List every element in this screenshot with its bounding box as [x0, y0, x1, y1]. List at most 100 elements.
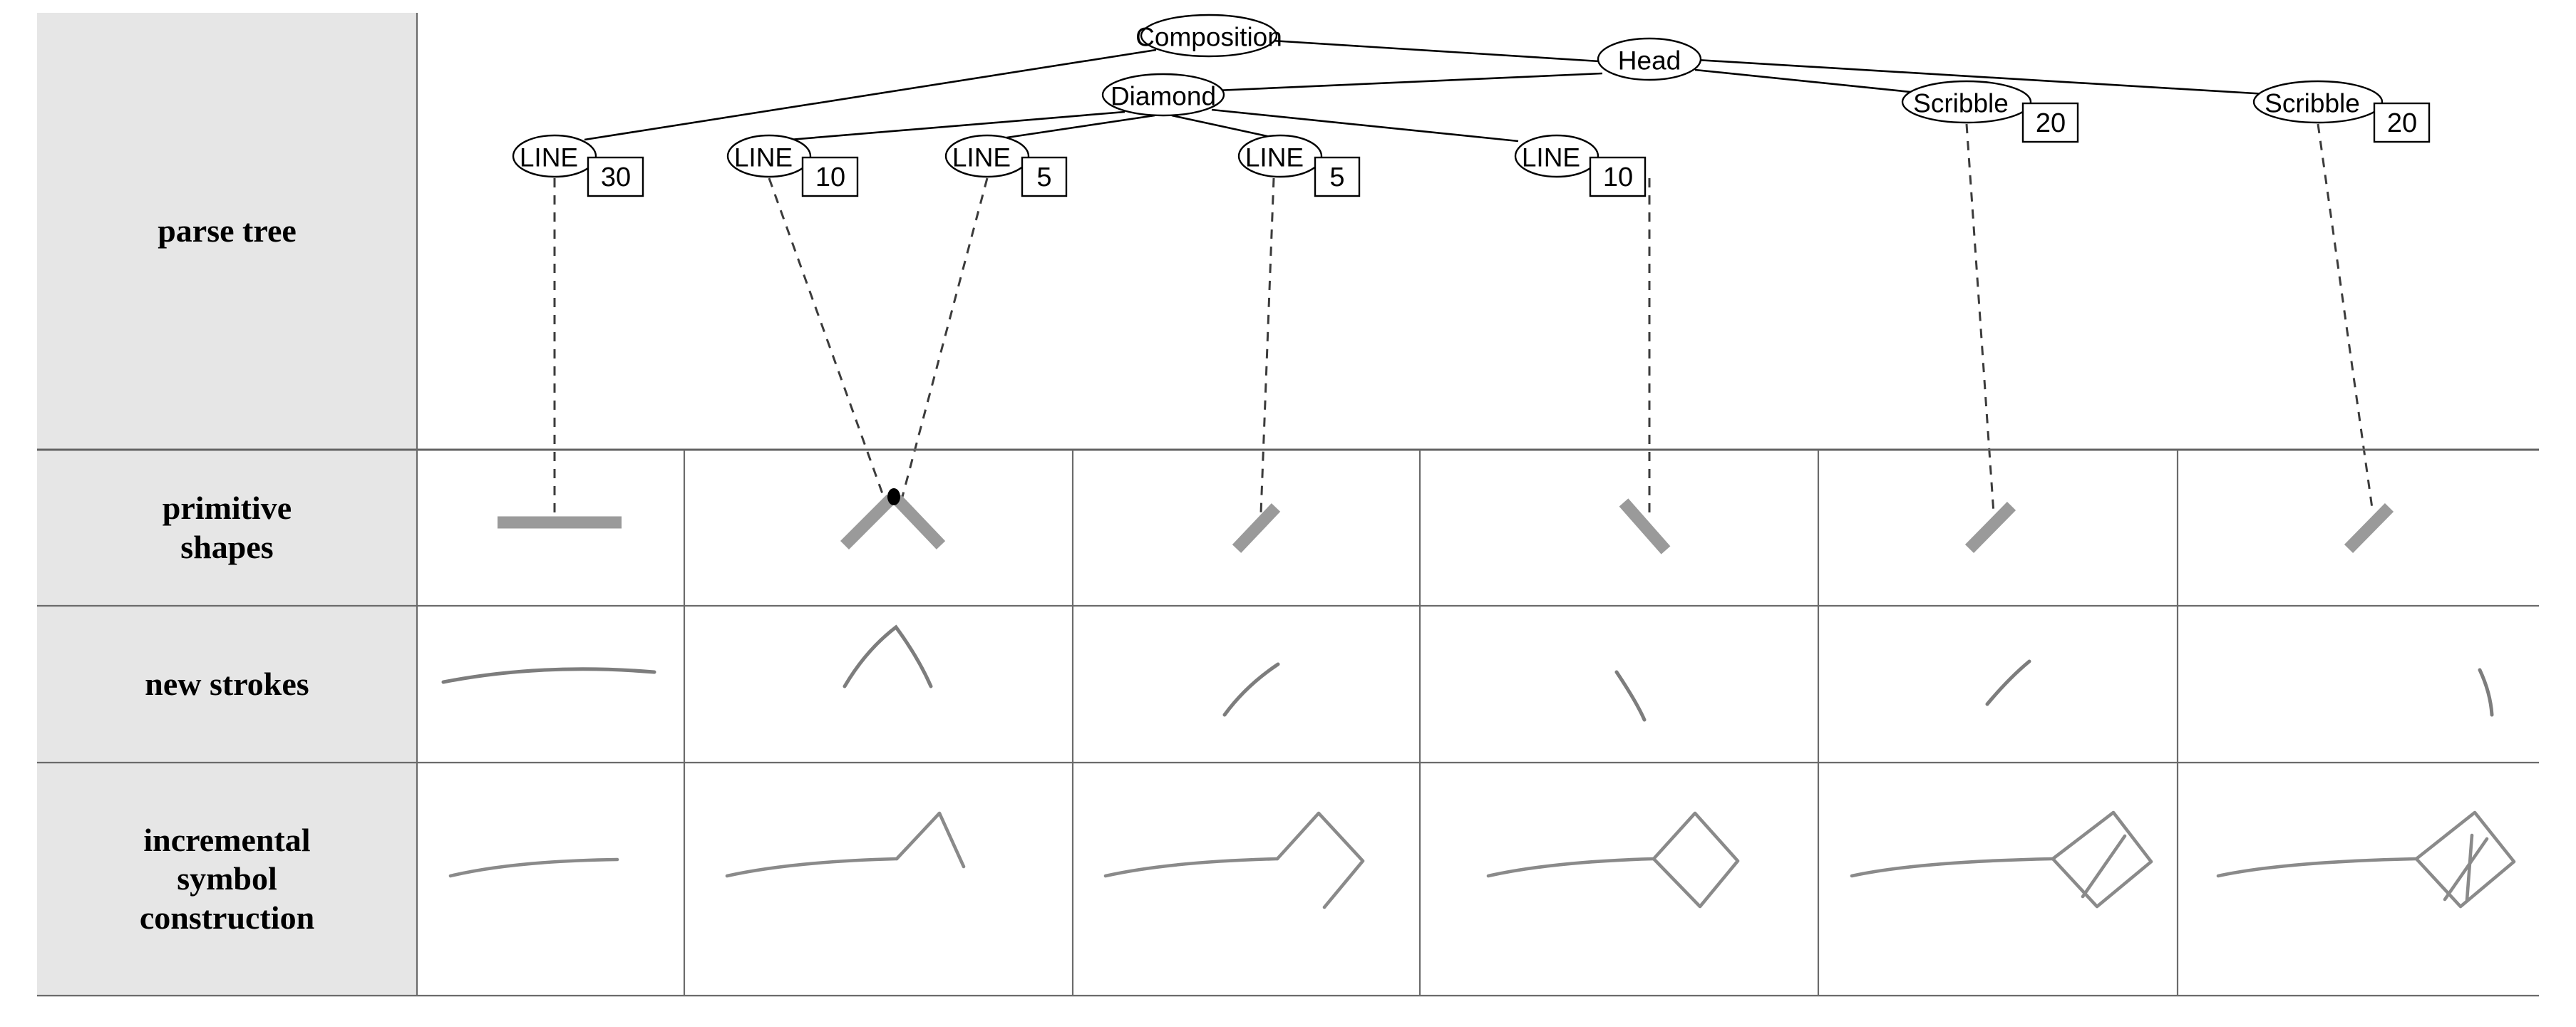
construction-col3-line: [1103, 857, 1279, 878]
row-primitive-shapes-cells: [498, 488, 2394, 554]
construction-col4-line: [1486, 857, 1656, 878]
cost-value: 5: [1329, 162, 1344, 192]
edge-head-diamond: [1215, 72, 1603, 92]
new-stroke-col1: [441, 667, 656, 684]
row-label-new-strokes: new strokes: [37, 606, 417, 763]
row-label-construction-line3: construction: [139, 899, 315, 936]
construction-col5: [1850, 810, 2153, 909]
cost-box: [801, 156, 859, 197]
tree-node-scribble-1[interactable]: Scribble 20: [1901, 80, 2079, 143]
construction-col6-line: [2216, 857, 2418, 878]
construction-col2-caret: [895, 811, 966, 869]
cost-box: [1021, 156, 1068, 197]
leader-lines: [553, 123, 2374, 522]
primitive-shape-diagonal-col4: [1619, 498, 1671, 554]
node-label: LINE: [520, 143, 578, 172]
tree-node-diamond[interactable]: Diamond: [1101, 73, 1225, 117]
tree-node-head[interactable]: Head: [1597, 37, 1702, 81]
new-stroke-col5: [1985, 659, 2031, 706]
tree-node-line-1[interactable]: LINE 30: [512, 134, 644, 197]
node-ellipse: [944, 134, 1030, 178]
cost-value: 10: [1603, 162, 1633, 192]
tree-node-line-3[interactable]: LINE 5: [944, 134, 1068, 197]
row-label-primitive-shapes: primitive shapes: [37, 450, 417, 606]
cost-box: [1589, 156, 1647, 197]
tree-node-scribble-2[interactable]: Scribble 20: [2252, 80, 2431, 143]
edge-diamond-line4: [1171, 114, 1271, 138]
node-ellipse: [1101, 73, 1225, 117]
row-label-new-strokes-text: new strokes: [145, 665, 309, 702]
new-stroke-col4: [1614, 670, 1647, 722]
row-label-primitive-shapes-line2: shapes: [180, 528, 274, 565]
node-label: Composition: [1135, 23, 1282, 52]
parse-tree-edges: [584, 39, 2267, 143]
node-label: LINE: [1245, 143, 1304, 172]
new-stroke-col3: [1222, 662, 1280, 717]
tree-node-line-5[interactable]: LINE 10: [1514, 134, 1647, 197]
node-label: LINE: [734, 143, 793, 172]
construction-col3-diamond-open: [1275, 811, 1365, 909]
node-ellipse: [1597, 37, 1702, 81]
primitive-shape-diagonal-col5: [1964, 502, 2016, 553]
construction-col5-diamond: [2051, 810, 2153, 909]
edge-diamond-line2: [789, 110, 1125, 141]
leader-line3-to-primitive: [898, 177, 989, 508]
edge-diamond-line3: [1001, 114, 1155, 140]
construction-col6: [2216, 810, 2516, 909]
node-ellipse: [1237, 134, 1323, 178]
row-label-primitive-shapes-line1: primitive: [162, 490, 292, 527]
node-ellipse: [1140, 14, 1278, 58]
primitive-caret-right: [892, 495, 946, 549]
construction-col4-diamond: [1652, 811, 1740, 909]
node-ellipse: [2252, 80, 2384, 124]
edge-composition-head: [1271, 39, 1600, 63]
edge-composition-line1: [584, 48, 1157, 141]
construction-col1-line: [448, 857, 619, 878]
leader-scribble1-to-primitive: [1965, 123, 1995, 514]
node-label: Head: [1618, 46, 1681, 76]
edge-head-scribble2: [1696, 58, 2267, 96]
row-label-construction: incremental symbol construction: [37, 763, 417, 996]
construction-col3: [1103, 811, 1365, 909]
cost-box: [2373, 102, 2431, 143]
cost-value: 20: [2387, 108, 2417, 138]
new-stroke-col6: [2478, 668, 2494, 717]
tree-node-line-2[interactable]: LINE 10: [726, 134, 859, 197]
edge-diamond-line5: [1211, 108, 1519, 143]
tree-node-composition[interactable]: Composition: [1135, 14, 1282, 58]
new-stroke-col2: [843, 624, 933, 688]
node-label: LINE: [952, 143, 1011, 172]
row-label-construction-line1: incremental: [143, 822, 311, 859]
cost-value: 10: [815, 162, 845, 192]
construction-col4: [1486, 811, 1740, 909]
table-grid: [37, 13, 2539, 997]
row-construction-cells: [448, 810, 2516, 909]
cost-value: 5: [1036, 162, 1051, 192]
node-ellipse: [512, 134, 597, 178]
construction-col6-scribble-2: [2465, 833, 2474, 902]
node-label: Scribble: [2265, 89, 2360, 118]
primitive-shape-diagonal-col3: [1232, 503, 1281, 553]
node-ellipse: [726, 134, 812, 178]
node-ellipse: [1514, 134, 1599, 178]
tree-node-line-4[interactable]: LINE 5: [1237, 134, 1361, 197]
primitive-shape-caret-pair: [840, 488, 946, 550]
leader-line2-to-primitive: [768, 177, 889, 508]
node-label: LINE: [1522, 143, 1580, 172]
cost-box: [2021, 102, 2079, 143]
cost-value: 30: [601, 162, 631, 192]
row-label-construction-line2: symbol: [177, 860, 277, 897]
construction-col6-scribble-1: [2443, 837, 2489, 902]
cost-box: [587, 156, 644, 197]
node-label: Diamond: [1111, 82, 1216, 111]
primitive-shape-diagonal-col6: [2344, 503, 2394, 553]
construction-col5-scribble-1: [2081, 834, 2127, 899]
construction-col2: [725, 811, 966, 878]
leader-scribble2-to-primitive: [2317, 123, 2374, 514]
parse-tree-nodes: Composition Head Diamond LINE 30: [512, 14, 2431, 197]
edge-head-scribble1: [1694, 68, 1918, 94]
node-label: Scribble: [1913, 89, 2009, 118]
construction-col5-line: [1850, 857, 2055, 878]
